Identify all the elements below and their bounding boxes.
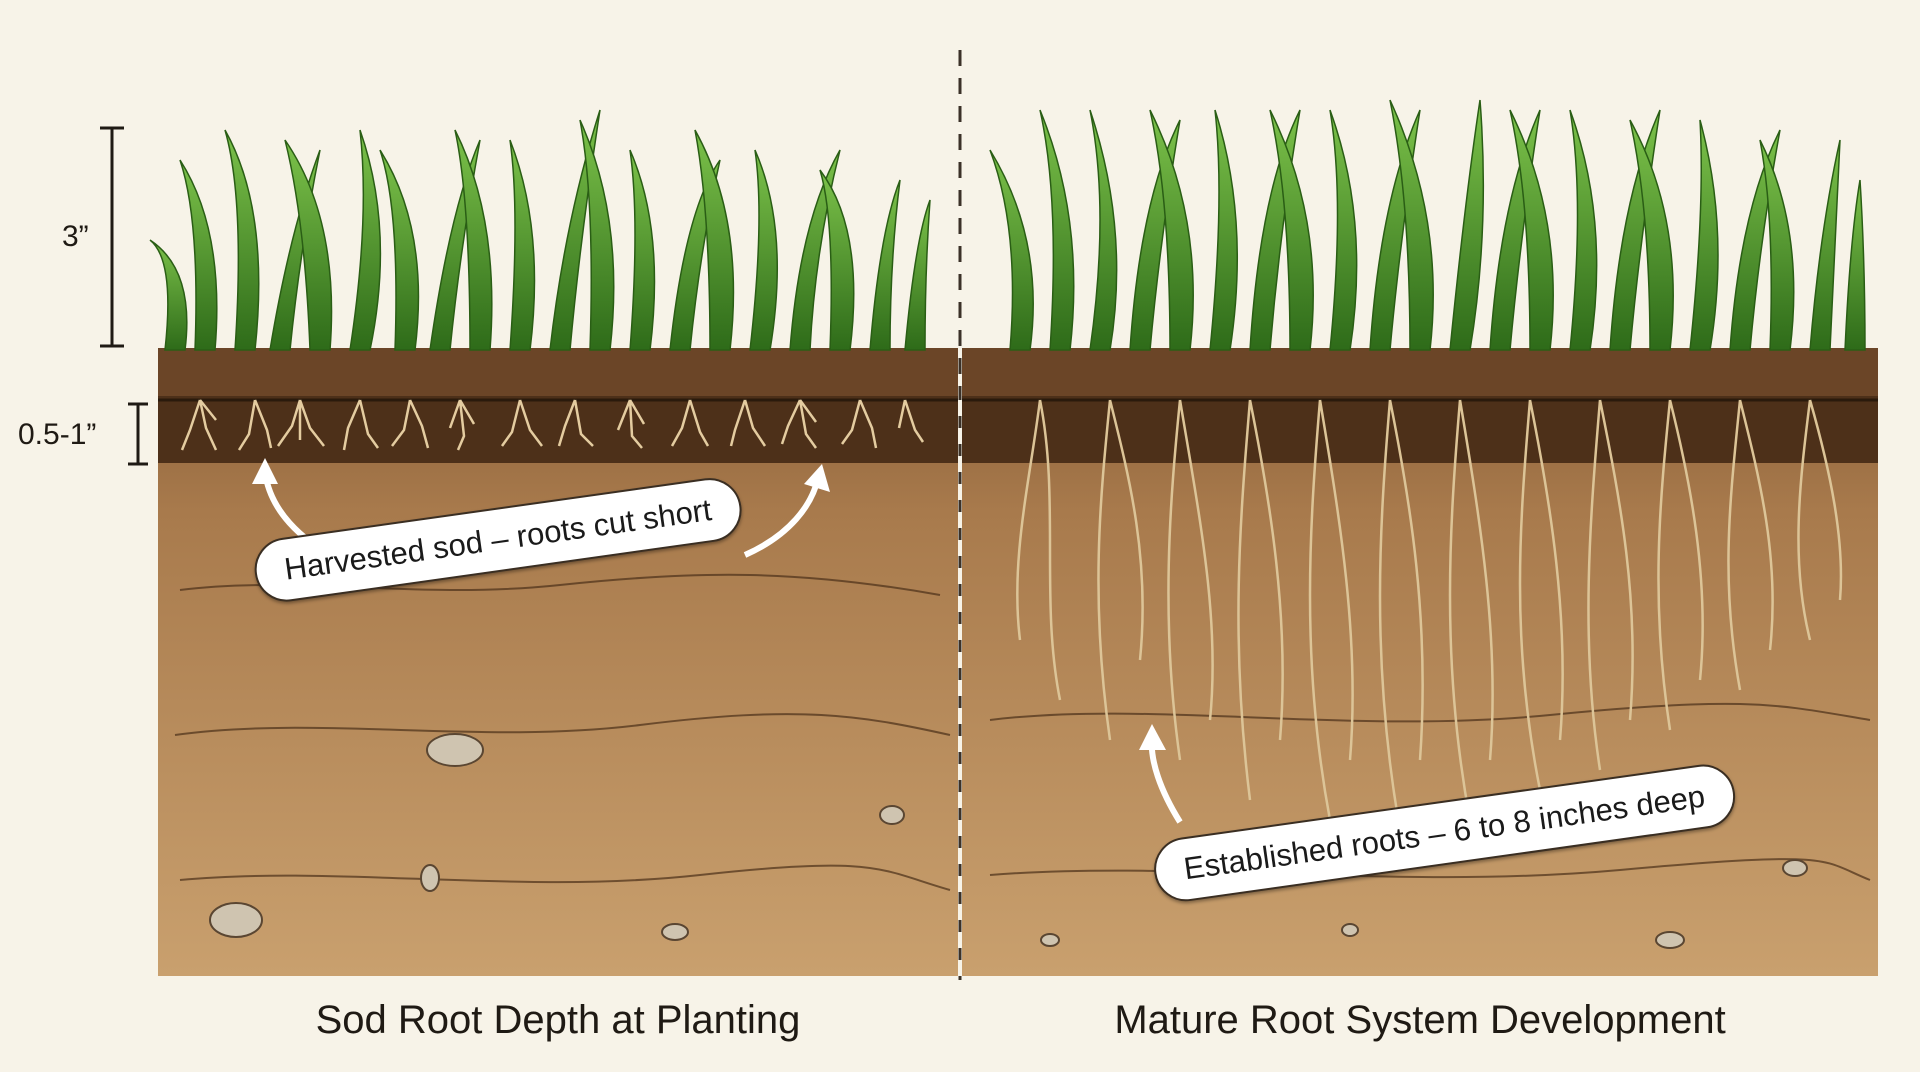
left-arrowheads	[252, 458, 830, 492]
sod-root-bracket	[128, 402, 148, 466]
grass-height-bracket	[100, 126, 124, 348]
left-panel-title: Sod Root Depth at Planting	[315, 998, 801, 1042]
right-deep-roots	[1016, 399, 1843, 831]
right-panel-title: Mature Root System Development	[1114, 998, 1726, 1042]
left-short-roots	[180, 399, 925, 451]
left-soil-block	[158, 348, 958, 976]
left-thatch-layer	[158, 348, 958, 396]
soil-pebbles	[209, 522, 1808, 949]
grass-height-label: 3”	[62, 220, 89, 253]
right-callout-arrow	[1139, 724, 1183, 824]
right-soil-block	[962, 348, 1878, 976]
left-grass-blades	[149, 109, 931, 351]
right-thatch-layer	[962, 348, 1878, 396]
right-grass-blades	[989, 99, 1866, 351]
sod-root-depth-label: 0.5-1”	[18, 418, 97, 451]
